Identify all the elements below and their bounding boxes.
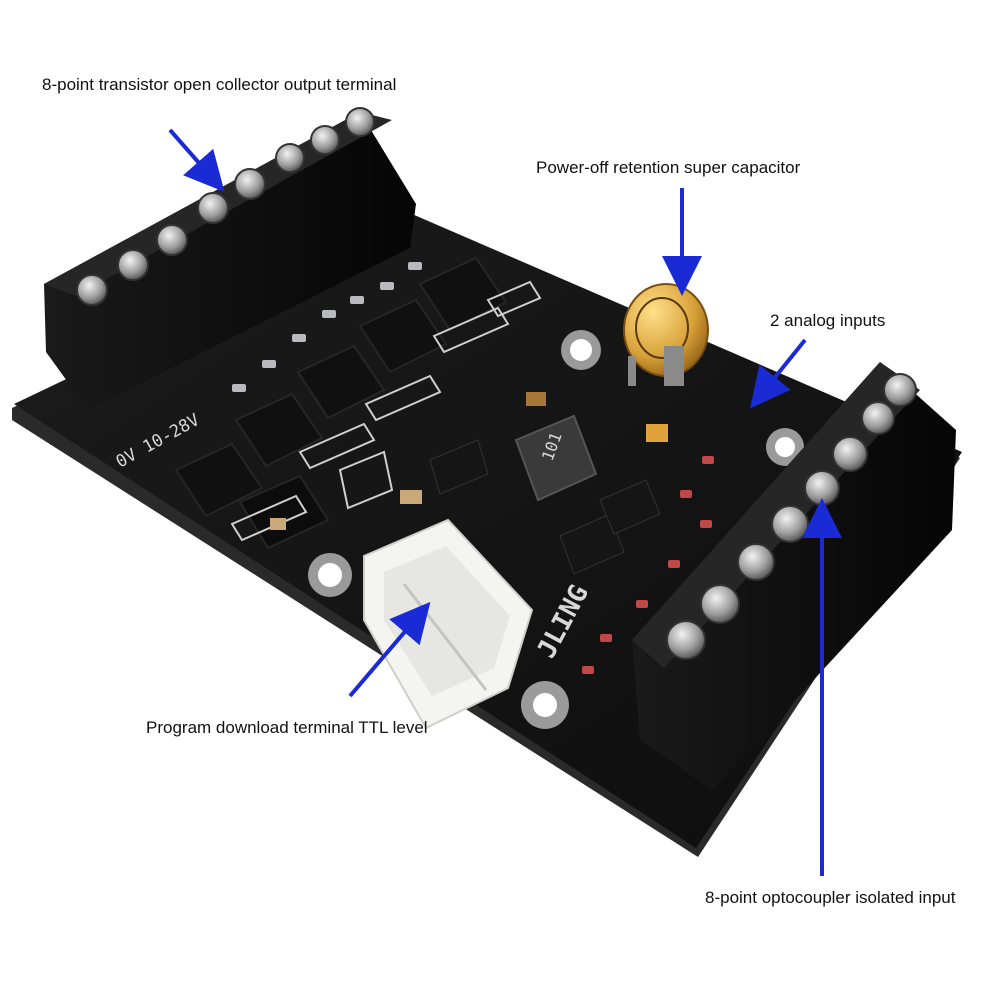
- output-terminal-screws: [76, 107, 375, 306]
- super-capacitor: [623, 283, 709, 386]
- annotation-arrows: [168, 128, 842, 876]
- output-status-leds: [232, 262, 422, 392]
- silkscreen-outlines: [230, 280, 542, 542]
- download-connector: [363, 518, 534, 730]
- output-terminal-block: [44, 107, 416, 410]
- output-transistor-array: [174, 256, 508, 550]
- input-status-leds: [582, 456, 714, 674]
- label-download-terminal: Program download terminal TTL level: [146, 718, 428, 737]
- label-super-capacitor: Power-off retention super capacitor: [536, 158, 801, 177]
- power-inductor: 101: [514, 414, 598, 502]
- label-analog-inputs: 2 analog inputs: [770, 311, 886, 330]
- mounting-holes: [308, 330, 804, 729]
- label-output-terminal: 8-point transistor open collector output…: [42, 75, 397, 94]
- label-optocoupler-input: 8-point optocoupler isolated input: [705, 888, 956, 907]
- small-components: [270, 392, 668, 575]
- arrow-download-terminal: [348, 601, 431, 698]
- input-terminal-block: [632, 362, 956, 790]
- arrow-output-terminal: [168, 128, 225, 193]
- arrow-analog-inputs: [749, 338, 807, 409]
